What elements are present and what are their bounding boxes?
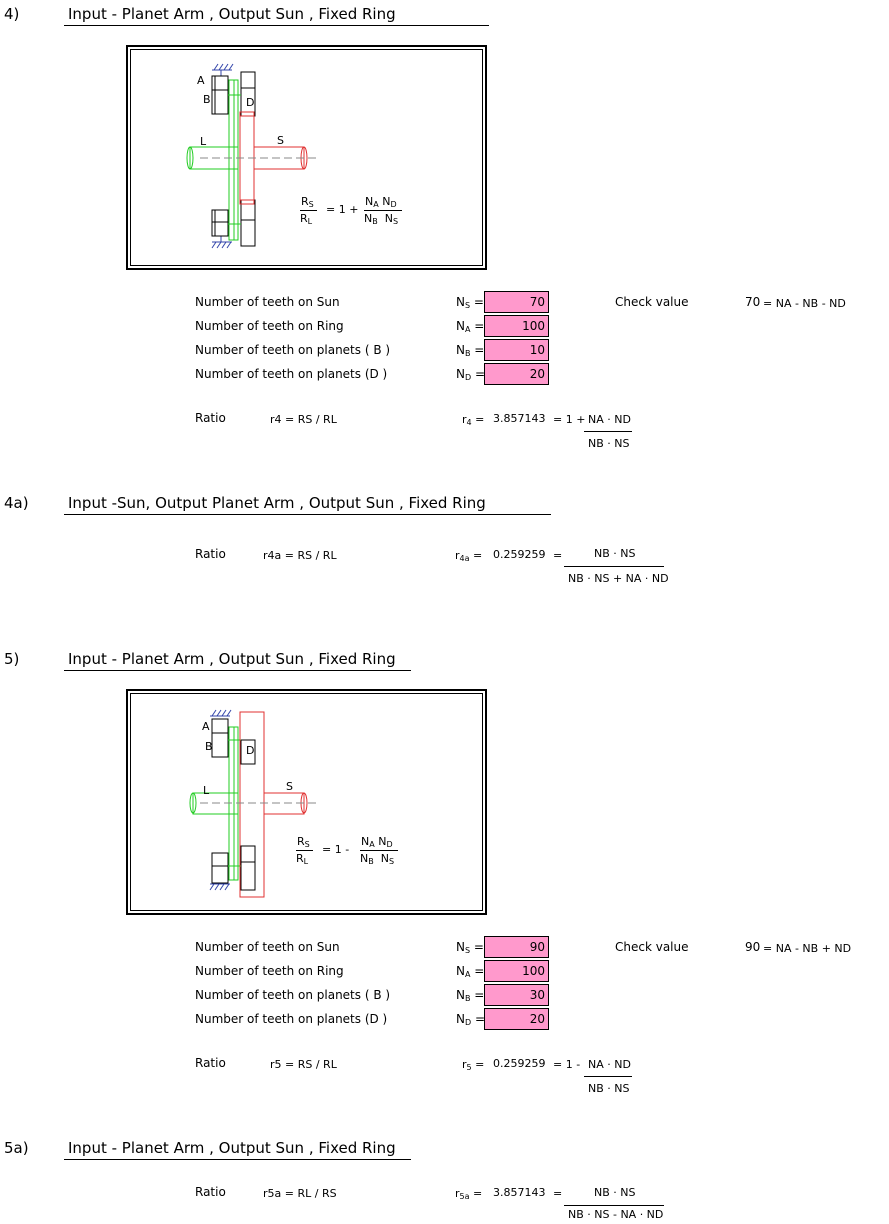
diagram-5-rl: RL — [296, 852, 309, 866]
ratio-num-4: NA · ND — [588, 413, 631, 426]
diagram-4-num: NA ND — [365, 195, 397, 209]
ratio-sym-5: r5 = — [462, 1058, 485, 1072]
ratio-label-4: Ratio — [195, 411, 226, 425]
row-label-planet-d-5: Number of teeth on planets (D ) — [195, 1012, 388, 1026]
ratio-label-5: Ratio — [195, 1056, 226, 1070]
diagram-4-rs: RS — [301, 195, 314, 209]
ratio-num-5a: NB · NS — [594, 1186, 636, 1199]
ratio-den-4: NB · NS — [588, 437, 630, 450]
section-4a-title: Input -Sun, Output Planet Arm , Output S… — [64, 494, 551, 515]
ratio-num-4a: NB · NS — [594, 547, 636, 560]
diagram-4-frame — [126, 45, 487, 270]
ratio-label-4a: Ratio — [195, 547, 226, 561]
label-a-4: A — [197, 74, 205, 87]
ratio-sym-4: r4 = — [462, 413, 485, 427]
diagram-5-frame — [126, 689, 487, 915]
ratio-value-5a: 3.857143 — [493, 1186, 546, 1199]
diagram-5-rs: RS — [297, 835, 310, 849]
label-a-5: A — [202, 720, 210, 733]
input-ns-5[interactable]: 90 — [484, 936, 549, 958]
input-nd-4[interactable]: 20 — [484, 363, 549, 385]
ratio-def-4: r4 = RS / RL — [270, 413, 337, 426]
row-label-ring-5: Number of teeth on Ring — [195, 964, 344, 978]
row-label-sun-5: Number of teeth on Sun — [195, 940, 340, 954]
sym-na-5: NA = — [456, 964, 485, 979]
sym-ns-4: NS = — [456, 295, 484, 310]
ratio-value-4a: 0.259259 — [493, 548, 546, 561]
label-b-5: B — [205, 740, 213, 753]
ratio-prefix-5a: = — [553, 1187, 563, 1200]
input-na-4[interactable]: 100 — [484, 315, 549, 337]
input-nb-4[interactable]: 10 — [484, 339, 549, 361]
diagram-4-op: = 1 + — [326, 203, 359, 216]
label-d-5: D — [246, 744, 255, 757]
input-ns-4[interactable]: 70 — [484, 291, 549, 313]
ratio-label-5a: Ratio — [195, 1185, 226, 1199]
sym-nb-5: NB = — [456, 988, 485, 1003]
input-nd-5[interactable]: 20 — [484, 1008, 549, 1030]
label-l-5: L — [203, 784, 210, 797]
ratio-def-5: r5 = RS / RL — [270, 1058, 337, 1071]
sym-ns-5: NS = — [456, 940, 484, 955]
diagram-4-rl: RL — [300, 212, 313, 226]
ratio-num-5: NA · ND — [588, 1058, 631, 1071]
diagram-5-den: NB NS — [360, 852, 395, 866]
sym-nd-5: ND = — [456, 1012, 486, 1027]
diagram-5-op: = 1 - — [322, 843, 350, 856]
row-label-sun-4: Number of teeth on Sun — [195, 295, 340, 309]
check-label-5: Check value — [615, 940, 689, 954]
section-4-title: Input - Planet Arm , Output Sun , Fixed … — [64, 5, 489, 26]
label-l-4: L — [200, 135, 207, 148]
label-d-4: D — [246, 96, 255, 109]
section-4a-number: 4a) — [4, 494, 29, 512]
sym-nb-4: NB = — [456, 343, 485, 358]
section-5a-title: Input - Planet Arm , Output Sun , Fixed … — [64, 1139, 411, 1160]
label-s-5: S — [286, 780, 293, 793]
ratio-den-4a: NB · NS + NA · ND — [568, 572, 669, 585]
ratio-sym-4a: r4a = — [455, 549, 483, 563]
diagram-4-den: NB NS — [364, 212, 399, 226]
check-formula-4: = NA - NB - ND — [763, 297, 846, 310]
ratio-value-5: 0.259259 — [493, 1057, 546, 1070]
label-b-4: B — [203, 93, 211, 106]
ratio-den-5a: NB · NS - NA · ND — [568, 1208, 664, 1221]
check-value-5: 90 — [745, 940, 761, 954]
check-label-4: Check value — [615, 295, 689, 309]
input-nb-5[interactable]: 30 — [484, 984, 549, 1006]
input-na-5[interactable]: 100 — [484, 960, 549, 982]
ratio-sym-5a: r5a = — [455, 1187, 483, 1201]
label-s-4: S — [277, 134, 284, 147]
row-label-ring-4: Number of teeth on Ring — [195, 319, 344, 333]
ratio-prefix-5: = 1 - — [553, 1058, 581, 1071]
sym-nd-4: ND = — [456, 367, 486, 382]
diagram-5-num: NA ND — [361, 835, 393, 849]
row-label-planet-d-4: Number of teeth on planets (D ) — [195, 367, 388, 381]
section-5-title: Input - Planet Arm , Output Sun , Fixed … — [64, 650, 411, 671]
ratio-den-5: NB · NS — [588, 1082, 630, 1095]
check-formula-5: = NA - NB + ND — [763, 942, 852, 955]
sym-na-4: NA = — [456, 319, 485, 334]
row-label-planet-b-4: Number of teeth on planets ( B ) — [195, 343, 391, 357]
check-value-4: 70 — [745, 295, 761, 309]
section-5a-number: 5a) — [4, 1139, 29, 1157]
section-5-number: 5) — [4, 650, 20, 668]
ratio-prefix-4: = 1 + — [553, 413, 586, 426]
ratio-def-4a: r4a = RS / RL — [263, 549, 337, 562]
row-label-planet-b-5: Number of teeth on planets ( B ) — [195, 988, 391, 1002]
ratio-prefix-4a: = — [553, 549, 563, 562]
ratio-def-5a: r5a = RL / RS — [263, 1187, 337, 1200]
section-4-number: 4) — [4, 5, 20, 23]
ratio-value-4: 3.857143 — [493, 412, 546, 425]
